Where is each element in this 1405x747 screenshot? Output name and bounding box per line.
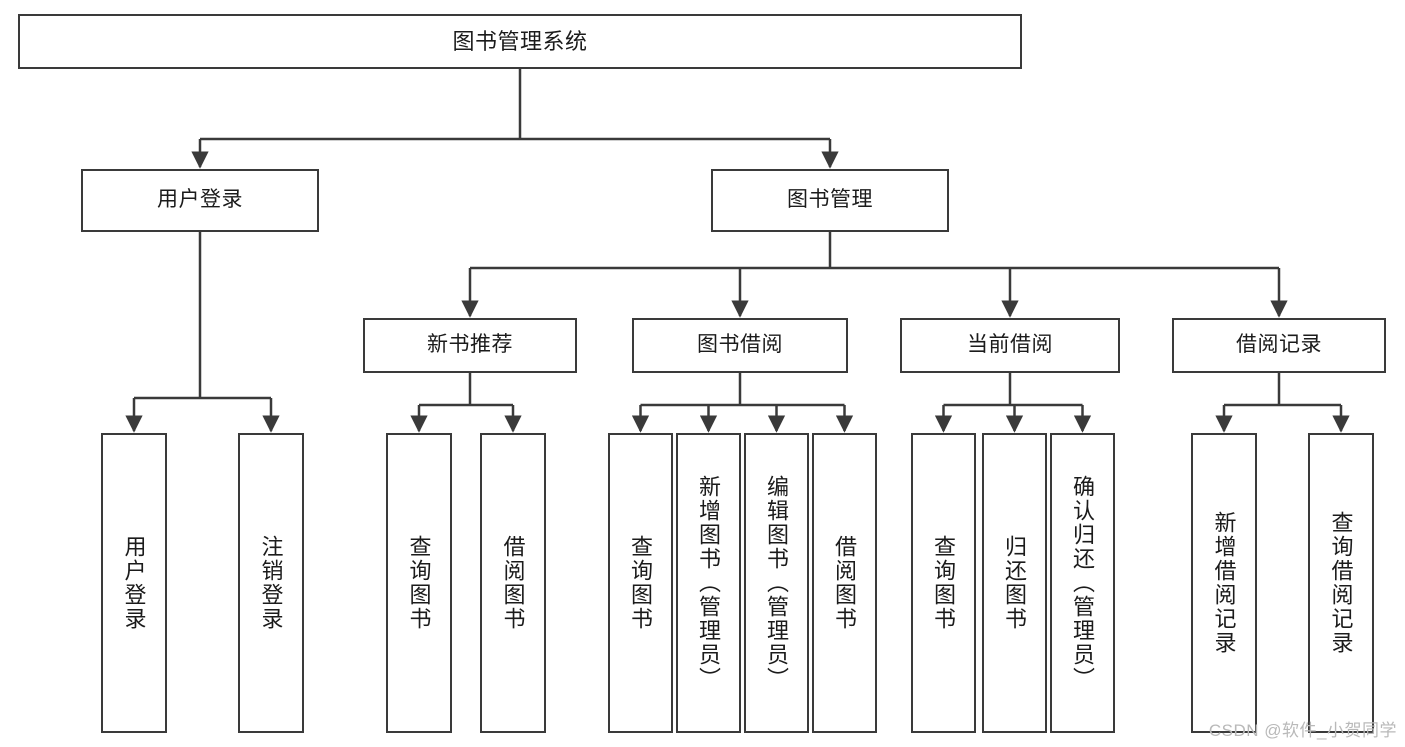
node-label: 用户登录 (157, 188, 243, 212)
node-l_cu_return[interactable]: 归还图书 (982, 433, 1047, 733)
node-label: 借阅图书 (500, 535, 526, 631)
node-label: 图书管理 (787, 188, 873, 212)
node-label: 新增借阅记录 (1211, 511, 1237, 655)
node-label: 借阅记录 (1236, 333, 1322, 357)
node-l_bo_edit[interactable]: 编辑图书（管理员） (744, 433, 809, 733)
node-label: 查询图书 (931, 535, 957, 631)
node-borrow[interactable]: 图书借阅 (632, 318, 848, 373)
node-label: 查询图书 (406, 535, 432, 631)
node-label: 编辑图书（管理员） (764, 475, 790, 691)
node-l_nb_borrow[interactable]: 借阅图书 (480, 433, 546, 733)
node-current[interactable]: 当前借阅 (900, 318, 1120, 373)
node-l_cu_query[interactable]: 查询图书 (911, 433, 976, 733)
node-root[interactable]: 图书管理系统 (18, 14, 1022, 69)
node-label: 借阅图书 (832, 535, 858, 631)
node-label: 查询图书 (628, 535, 654, 631)
node-label: 归还图书 (1002, 535, 1028, 631)
csdn-watermark: CSDN @软件_小贺同学 (1208, 721, 1397, 740)
node-l_re_query[interactable]: 查询借阅记录 (1308, 433, 1374, 733)
node-l_bo_query[interactable]: 查询图书 (608, 433, 673, 733)
node-records[interactable]: 借阅记录 (1172, 318, 1386, 373)
node-label: 确认归还（管理员） (1070, 475, 1096, 691)
node-label: 注销登录 (258, 535, 284, 631)
node-label: 图书管理系统 (452, 28, 588, 54)
node-label: 用户登录 (121, 535, 147, 631)
node-label: 图书借阅 (697, 333, 783, 357)
node-newbook[interactable]: 新书推荐 (363, 318, 577, 373)
node-label: 查询借阅记录 (1328, 511, 1354, 655)
node-label: 新书推荐 (427, 333, 513, 357)
node-l_nb_query[interactable]: 查询图书 (386, 433, 452, 733)
node-label: 新增图书（管理员） (696, 475, 722, 691)
node-l_re_add[interactable]: 新增借阅记录 (1191, 433, 1257, 733)
node-login[interactable]: 用户登录 (81, 169, 319, 232)
node-l_cu_conf[interactable]: 确认归还（管理员） (1050, 433, 1115, 733)
node-bookmgmt[interactable]: 图书管理 (711, 169, 949, 232)
node-l_login[interactable]: 用户登录 (101, 433, 167, 733)
node-l_logout[interactable]: 注销登录 (238, 433, 304, 733)
node-l_bo_lend[interactable]: 借阅图书 (812, 433, 877, 733)
node-label: 当前借阅 (967, 333, 1053, 357)
node-l_bo_add[interactable]: 新增图书（管理员） (676, 433, 741, 733)
